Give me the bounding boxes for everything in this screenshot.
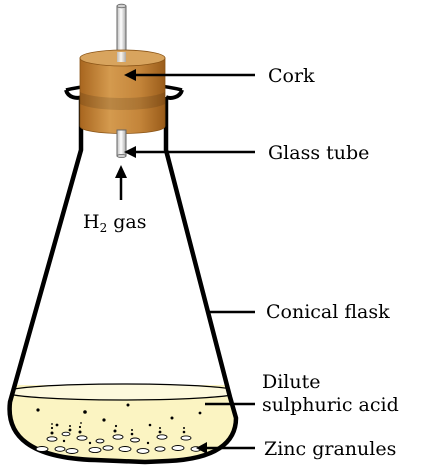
- label-acid-line2: sulphuric acid: [262, 394, 399, 416]
- label-cork: Cork: [268, 65, 315, 87]
- label-zinc-granules: Zinc granules: [264, 438, 396, 460]
- acid-liquid: [9, 383, 237, 462]
- conical-flask-outline: [7, 97, 239, 465]
- zinc-granules: [35, 431, 202, 454]
- label-glass-tube: Glass tube: [268, 142, 369, 164]
- label-conical-flask: Conical flask: [266, 301, 390, 323]
- label-h2-gas: H2 gas: [83, 211, 147, 235]
- label-acid-line1: Dilute: [262, 371, 321, 393]
- cork-stopper: [79, 49, 166, 134]
- label-pointers: [115, 69, 255, 454]
- gas-bubbles: [36, 403, 202, 445]
